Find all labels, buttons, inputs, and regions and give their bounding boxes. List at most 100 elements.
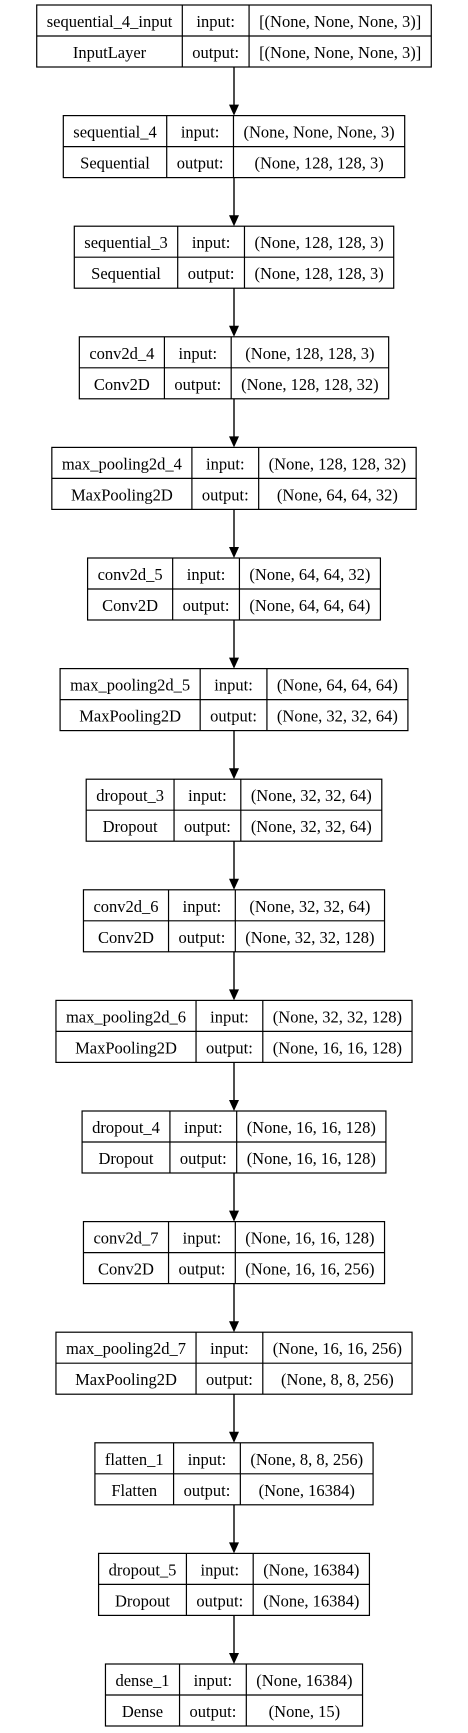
layer-name: sequential_4_input (47, 12, 173, 31)
layer-name: dense_1 (115, 1671, 169, 1690)
layer-type: Dropout (103, 817, 158, 836)
input-shape: (None, 128, 128, 3) (254, 233, 383, 252)
arrowhead (229, 768, 239, 780)
input-label: input: (206, 454, 245, 473)
output-shape: (None, 128, 128, 3) (254, 154, 383, 173)
layer-type: Dense (122, 1702, 163, 1721)
arrowhead (229, 325, 239, 337)
layer-name: max_pooling2d_4 (62, 454, 182, 473)
layer-name: max_pooling2d_7 (66, 1339, 186, 1358)
output-label: output: (184, 817, 231, 836)
output-shape: (None, 128, 128, 32) (241, 375, 378, 394)
output-shape: (None, 32, 32, 64) (277, 707, 398, 726)
layer-type: MaxPooling2D (75, 1370, 177, 1389)
layer-node-sequential-4-input: sequential_4_inputInputLayerinput:output… (36, 4, 432, 68)
layer-name: dropout_5 (109, 1560, 177, 1579)
edge-arrow (229, 730, 239, 780)
input-shape: (None, 64, 64, 32) (249, 565, 370, 584)
edge-arrow (229, 1062, 239, 1111)
input-shape: (None, 16, 16, 128) (245, 1229, 374, 1248)
output-label: output: (179, 928, 226, 947)
input-label: input: (187, 565, 226, 584)
output-shape: (None, 128, 128, 3) (254, 264, 383, 283)
output-shape: (None, 16384) (263, 1591, 359, 1610)
output-shape: (None, 16, 16, 256) (245, 1260, 374, 1279)
layer-type: InputLayer (73, 43, 147, 62)
layer-type: Sequential (80, 154, 150, 173)
edge-arrow (229, 1615, 239, 1664)
layer-name: dropout_3 (96, 786, 164, 805)
output-shape: (None, 16, 16, 128) (273, 1038, 402, 1057)
layer-node-sequential-3: sequential_3Sequentialinput:output:(None… (73, 225, 395, 289)
edge-arrow (229, 177, 239, 227)
layer-type: Conv2D (94, 375, 150, 394)
input-label: input: (181, 123, 220, 142)
layer-type: Conv2D (102, 596, 158, 615)
arrowhead (229, 436, 239, 448)
output-shape: (None, 64, 64, 32) (277, 485, 398, 504)
layer-name: flatten_1 (105, 1450, 164, 1469)
arrowhead (229, 104, 239, 116)
output-label: output: (190, 1702, 237, 1721)
input-shape: (None, 32, 32, 64) (251, 786, 372, 805)
layer-type: Conv2D (98, 1260, 154, 1279)
output-shape: (None, 16384) (259, 1481, 355, 1500)
edge-arrow (229, 509, 239, 558)
arrowhead (229, 657, 239, 669)
output-label: output: (183, 596, 230, 615)
input-shape: (None, 16, 16, 128) (247, 1118, 376, 1137)
layer-type: Conv2D (98, 928, 154, 947)
input-label: input: (184, 1118, 223, 1137)
edge-arrow (229, 67, 239, 116)
output-shape: [(None, None, None, 3)] (259, 43, 421, 62)
input-label: input: (183, 897, 222, 916)
input-shape: (None, 16, 16, 256) (273, 1339, 402, 1358)
layer-name: conv2d_6 (93, 897, 158, 916)
layer-type: Dropout (99, 1149, 154, 1168)
input-label: input: (196, 12, 235, 31)
arrowhead (229, 547, 239, 558)
layer-type: MaxPooling2D (71, 485, 173, 504)
output-label: output: (202, 485, 249, 504)
edge-arrow (229, 841, 239, 890)
input-label: input: (214, 676, 253, 695)
input-label: input: (210, 1007, 249, 1026)
output-label: output: (177, 154, 224, 173)
output-label: output: (210, 707, 257, 726)
input-shape: (None, 32, 32, 64) (249, 897, 370, 916)
arrowhead (229, 1100, 239, 1111)
input-label: input: (179, 344, 218, 363)
output-label: output: (206, 1370, 253, 1389)
input-label: input: (194, 1671, 233, 1690)
output-label: output: (180, 1149, 227, 1168)
input-shape: (None, None, None, 3) (243, 123, 394, 142)
layer-type: Sequential (91, 264, 161, 283)
input-label: input: (188, 786, 227, 805)
edge-arrow (229, 620, 239, 669)
arrowhead (229, 215, 239, 227)
arrowhead (229, 1210, 239, 1222)
arrowhead (229, 1653, 239, 1664)
edge-arrow (229, 1394, 239, 1443)
output-label: output: (179, 1260, 226, 1279)
edge-arrow (229, 398, 239, 448)
layer-node-max-pooling2d-6: max_pooling2d_6MaxPooling2Dinput:output:… (55, 999, 413, 1064)
output-label: output: (206, 1038, 253, 1057)
layer-name: max_pooling2d_6 (66, 1007, 186, 1026)
input-label: input: (201, 1560, 240, 1579)
input-shape: [(None, None, None, 3)] (259, 12, 421, 31)
arrowhead (229, 1542, 239, 1554)
input-shape: (None, 128, 128, 32) (269, 454, 406, 473)
layer-name: sequential_4 (73, 123, 156, 142)
edge-arrow (229, 288, 239, 337)
layer-name: conv2d_5 (98, 565, 163, 584)
output-label: output: (188, 264, 235, 283)
